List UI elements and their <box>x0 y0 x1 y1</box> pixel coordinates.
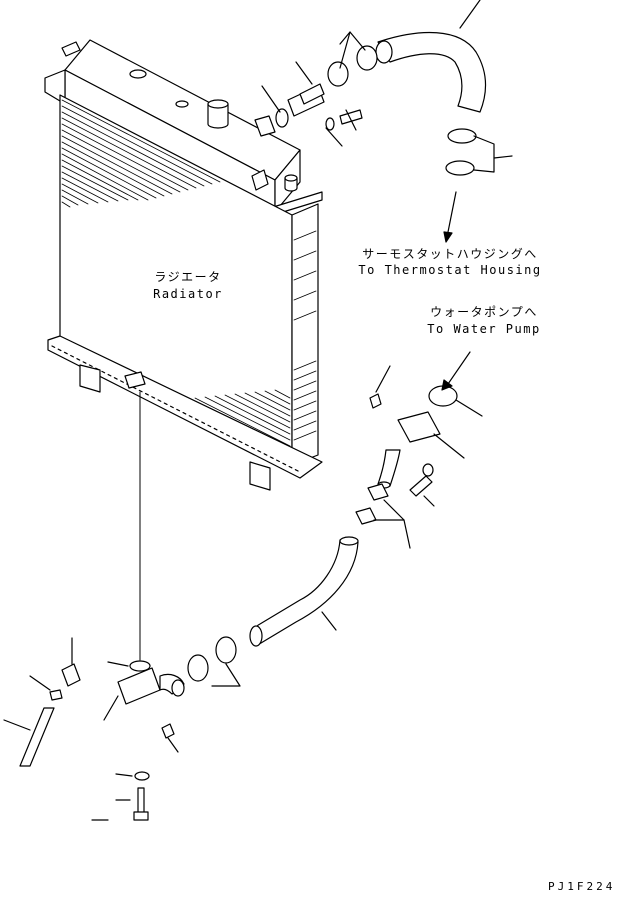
water-inlet-flange <box>397 411 441 443</box>
radiator-inlet-pipe-end <box>207 99 229 109</box>
bolt-upper <box>339 109 363 125</box>
bolt-inlet-1 <box>369 393 382 409</box>
radiator-core-side <box>291 203 319 466</box>
label-radiator-jp: ラジエータ <box>154 270 221 284</box>
leader-bolt <box>345 109 357 131</box>
hose-clamp-drain-1 <box>215 636 237 664</box>
hose-clamp-pump-2 <box>355 507 377 525</box>
bolt-inlet-2 <box>409 475 433 497</box>
arrow-waterpump-head <box>441 379 453 391</box>
drain-cock <box>61 663 81 687</box>
radiator-drain-fitting <box>124 371 146 389</box>
radiator-side-pipe-end <box>284 174 298 182</box>
leader-drain-tube <box>3 719 31 731</box>
radiator-outlet-elbow-end <box>171 679 185 697</box>
upper-hose <box>377 31 487 113</box>
radiator-rail-holes <box>51 345 301 473</box>
leader-gasket-pump <box>455 399 483 417</box>
leader-washer-drain <box>115 773 133 777</box>
arrow-waterpump-shaft <box>447 351 471 385</box>
upper-hose-group <box>261 0 513 243</box>
arrow-thermostat-shaft <box>447 191 457 233</box>
radiator <box>44 39 323 661</box>
leader-clamps-upper-2 <box>339 31 351 69</box>
washer-upper <box>325 117 335 131</box>
leader-gasket <box>261 85 281 113</box>
radiator-fins-upper <box>61 99 221 208</box>
hose-clamp-lower-2 <box>445 160 475 176</box>
leader-lower-hose <box>321 611 337 631</box>
radiator-side-fins <box>293 230 317 441</box>
hose-clamp-lower-1 <box>447 128 477 144</box>
leader-outlet-elbow <box>103 695 119 721</box>
gasket-radiator-outlet <box>129 660 151 672</box>
leader-drain-plug-small <box>167 737 179 753</box>
radiator-foot-right <box>249 461 271 491</box>
drain-cock-plug <box>49 689 63 701</box>
lower-hose <box>251 539 359 647</box>
leader-washer <box>325 127 343 147</box>
drain-tube <box>19 707 55 767</box>
hose-clamp-upper-1 <box>356 45 378 71</box>
leader-water-inlet <box>433 433 465 459</box>
label-waterpump-jp: ウォータポンプへ <box>430 305 538 319</box>
label-radiator-en: Radiator <box>153 287 223 301</box>
drawing-code: PJ1F224 <box>548 880 615 893</box>
bolt-drain <box>137 787 145 815</box>
leader-flange <box>295 61 313 85</box>
radiator-outlet-elbow-pipe <box>159 673 185 695</box>
hose-clamp-upper-2 <box>327 61 349 87</box>
leader-clamps-drain <box>211 663 241 687</box>
radiator-outlet-elbow <box>117 667 161 705</box>
washer-drain <box>134 771 150 781</box>
water-inlet-pipe <box>377 449 401 487</box>
radiator-foot-left <box>79 364 101 393</box>
arrow-thermostat-head <box>443 231 453 243</box>
upper-hose-end <box>375 40 393 64</box>
labels: ラジエータ Radiator サーモスタットハウジングへ To Thermost… <box>153 247 615 893</box>
leader-clamps-lower <box>473 135 495 173</box>
leader-drain-cock-plug <box>29 675 51 691</box>
radiator-plug <box>175 100 189 108</box>
radiator-tank-clip <box>251 169 269 191</box>
radiator-bottom-rail <box>47 335 323 479</box>
drain-plug-small <box>161 723 175 739</box>
leader-bolt-inlet-2 <box>423 495 435 507</box>
label-thermostat-en: To Thermostat Housing <box>358 263 541 277</box>
radiator-inlet-pipe <box>207 103 229 129</box>
radiator-tank-bracket <box>254 115 276 137</box>
radiator-cap <box>129 69 147 79</box>
label-waterpump-en: To Water Pump <box>427 322 540 336</box>
bolt-drain-head <box>133 811 149 821</box>
leader-gasket-outlet <box>107 661 129 667</box>
leader-clamps-pump <box>383 499 411 549</box>
radiator-side-pipe <box>284 177 298 192</box>
label-thermostat-jp: サーモスタットハウジングへ <box>362 247 538 261</box>
leader-bolt-inlet-1 <box>375 365 391 393</box>
gasket-upper <box>275 108 289 128</box>
lower-hose-end-top <box>339 536 359 546</box>
hose-clamp-drain-2 <box>187 654 209 682</box>
leader-upper-hose <box>459 0 481 29</box>
leader-clamps-lower-tail <box>493 155 513 159</box>
lower-hose-group <box>3 351 483 821</box>
leader-clamps-upper <box>339 31 366 51</box>
lower-hose-end-bottom <box>249 625 263 647</box>
water-outlet-flange-face <box>299 83 325 105</box>
radiator-vent-stub <box>61 41 81 57</box>
hose-clamp-pump-1 <box>367 483 389 501</box>
washer-inlet <box>422 463 434 477</box>
